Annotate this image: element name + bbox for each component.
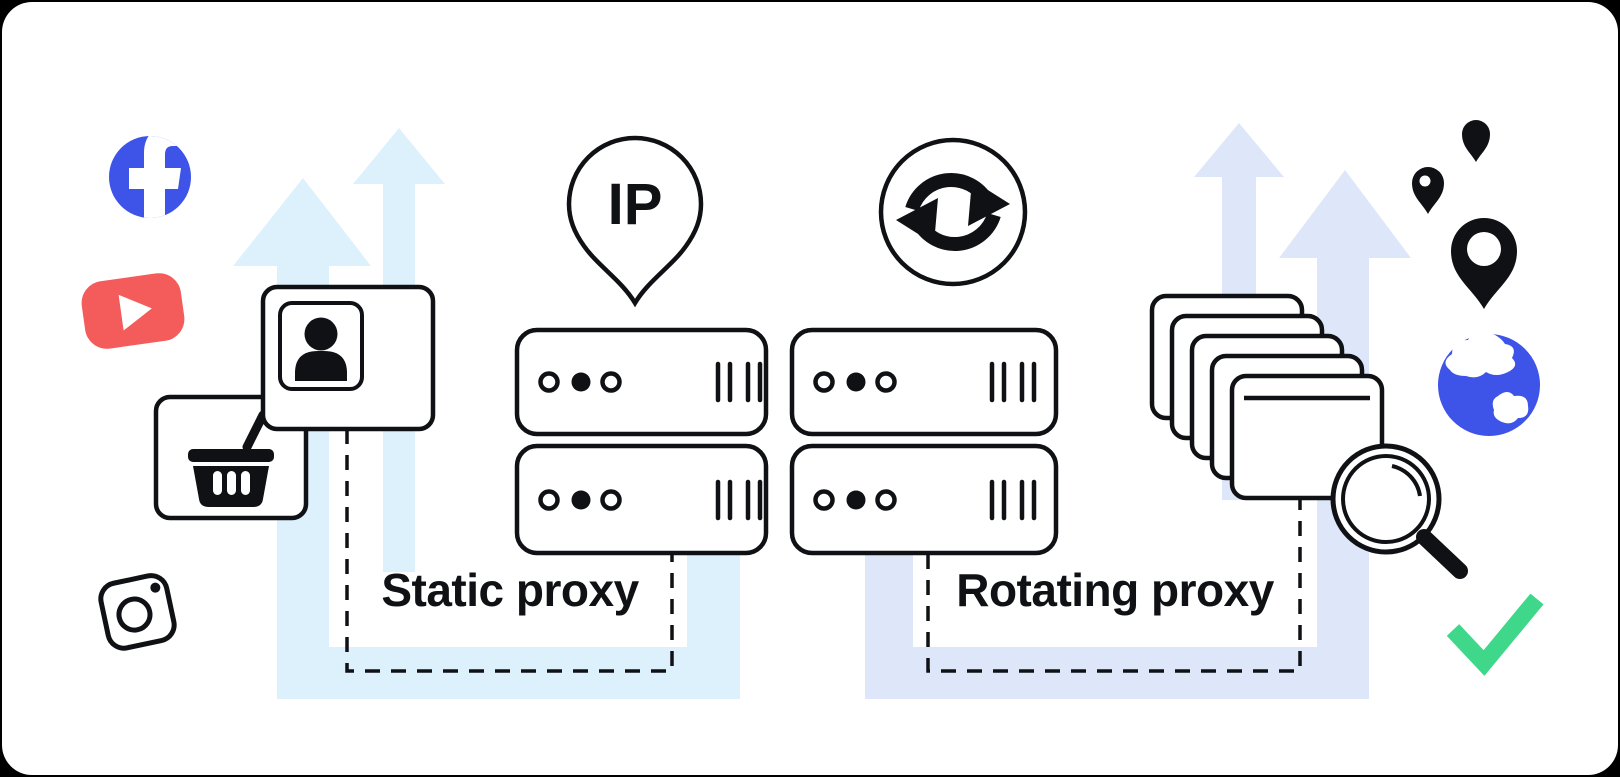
ip-location-pin-icon: IP bbox=[566, 135, 704, 308]
person-shoulders bbox=[295, 351, 347, 381]
static-proxy-dashed-connector bbox=[345, 429, 674, 673]
location-pins bbox=[1412, 120, 1517, 309]
highlight-band-static bbox=[277, 647, 740, 699]
server-box bbox=[789, 443, 1059, 556]
rotating-proxy-dashed-connector bbox=[926, 499, 1302, 673]
pin-hole bbox=[1467, 232, 1501, 266]
rotation-refresh-icon bbox=[878, 137, 1028, 287]
globe-landmass bbox=[1492, 392, 1529, 424]
ip-pin-label: IP bbox=[608, 172, 663, 237]
static-server-stack-icon bbox=[514, 327, 769, 556]
play-icon bbox=[118, 294, 152, 331]
server-box bbox=[789, 327, 1059, 437]
location-pin-icon-small bbox=[1462, 120, 1490, 162]
globe-landmass bbox=[1445, 331, 1516, 378]
basket-rim bbox=[188, 449, 274, 462]
server-box bbox=[514, 443, 769, 556]
server-vents bbox=[715, 361, 763, 521]
basket-handle bbox=[242, 410, 268, 452]
camera-dot bbox=[150, 582, 161, 593]
rotating-proxy-label: Rotating proxy bbox=[956, 564, 1274, 616]
highlight-band-rotating bbox=[865, 647, 1369, 699]
search-magnifier-icon bbox=[1330, 443, 1468, 579]
globe-icon bbox=[1438, 331, 1540, 436]
browser-window-stack-icon bbox=[1149, 293, 1385, 501]
server-box bbox=[514, 327, 769, 437]
facebook-icon bbox=[109, 136, 191, 218]
rotating-server-stack-icon bbox=[789, 327, 1059, 556]
youtube-icon bbox=[81, 273, 185, 349]
magnifier-handle bbox=[1416, 529, 1468, 579]
server-leds bbox=[813, 371, 897, 511]
pin-hole bbox=[1419, 175, 1431, 187]
lens-highlight bbox=[1391, 464, 1422, 497]
server-vents bbox=[989, 361, 1037, 521]
checkmark-icon bbox=[1446, 593, 1544, 676]
basket-slots bbox=[213, 471, 250, 495]
location-pin-icon-medium bbox=[1412, 167, 1444, 214]
static-proxy-label: Static proxy bbox=[381, 564, 639, 616]
user-profile-card-icon bbox=[260, 284, 436, 432]
instagram-icon bbox=[98, 573, 177, 651]
person-head bbox=[304, 317, 338, 351]
server-leds bbox=[538, 371, 622, 511]
